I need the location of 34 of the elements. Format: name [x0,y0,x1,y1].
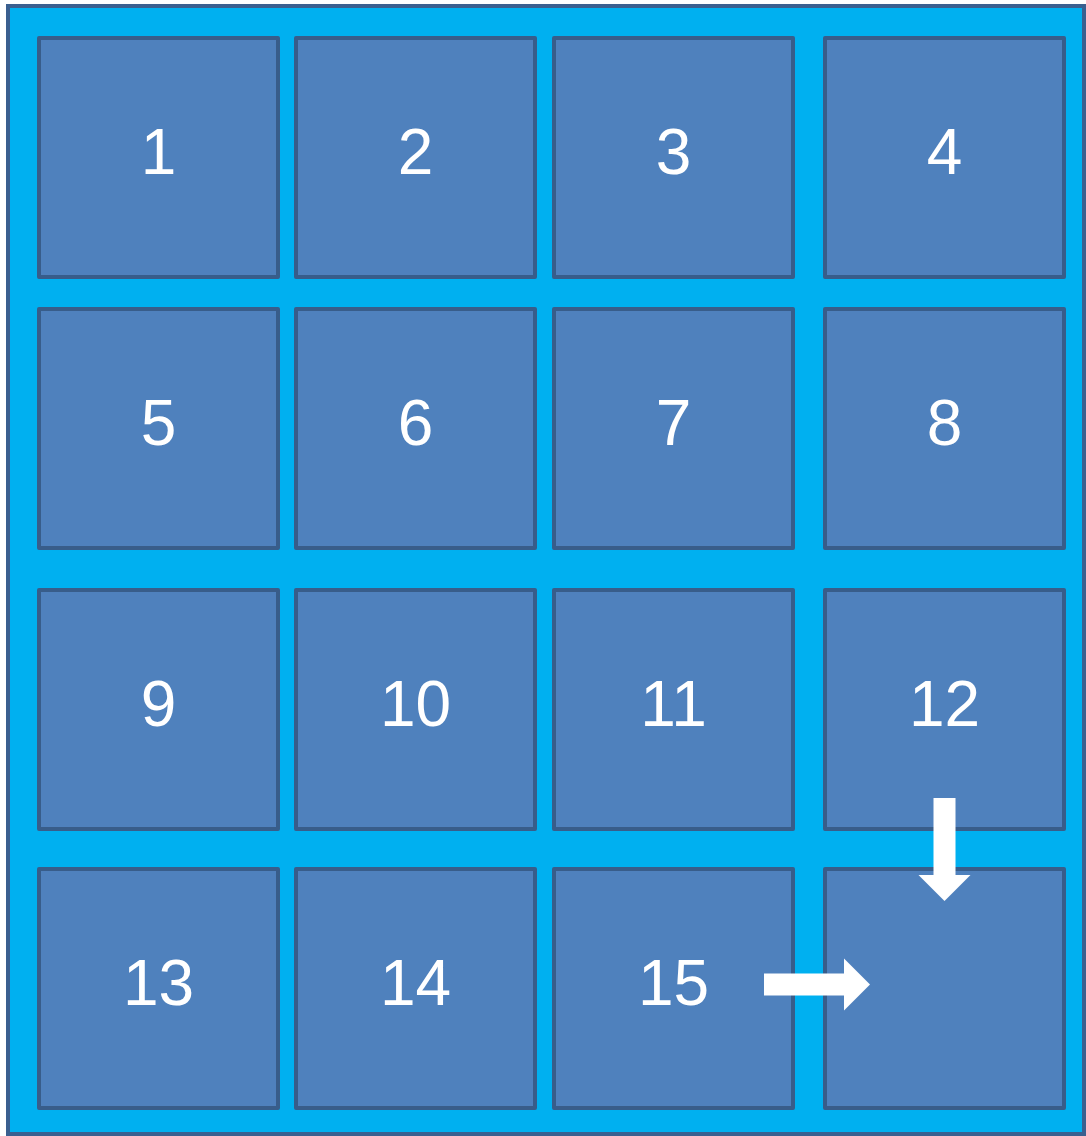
number-tile [823,36,1066,279]
tile-number: 15 [637,950,710,1015]
number-tile [37,36,280,279]
tile-number: 8 [926,390,963,455]
tile-number: 6 [397,390,434,455]
number-tile [37,867,280,1110]
tile-number: 14 [379,950,452,1015]
number-tile [294,36,537,279]
arrow [764,958,870,1011]
tile-number: 11 [640,671,707,736]
number-tile [294,588,537,831]
tile-number: 2 [397,119,434,184]
number-tile [552,307,795,550]
number-tile [294,867,537,1110]
number-tile [823,588,1066,831]
number-tile [37,307,280,550]
number-tile [823,307,1066,550]
tile-number: 9 [140,671,177,736]
number-tile [37,588,280,831]
board-frame [6,4,1086,1136]
number-tile [552,36,795,279]
empty-tile [823,867,1066,1110]
number-tile [552,588,795,831]
tile-number: 12 [908,671,981,736]
tile-number: 7 [655,390,692,455]
arrow [918,798,971,901]
tile-number: 10 [379,671,452,736]
tile-number: 1 [140,119,177,184]
tile-number: 3 [655,119,692,184]
tile-number: 13 [122,950,195,1015]
number-tile [294,307,537,550]
tile-number: 5 [140,390,177,455]
number-tile [552,867,795,1110]
tile-number: 4 [926,119,963,184]
